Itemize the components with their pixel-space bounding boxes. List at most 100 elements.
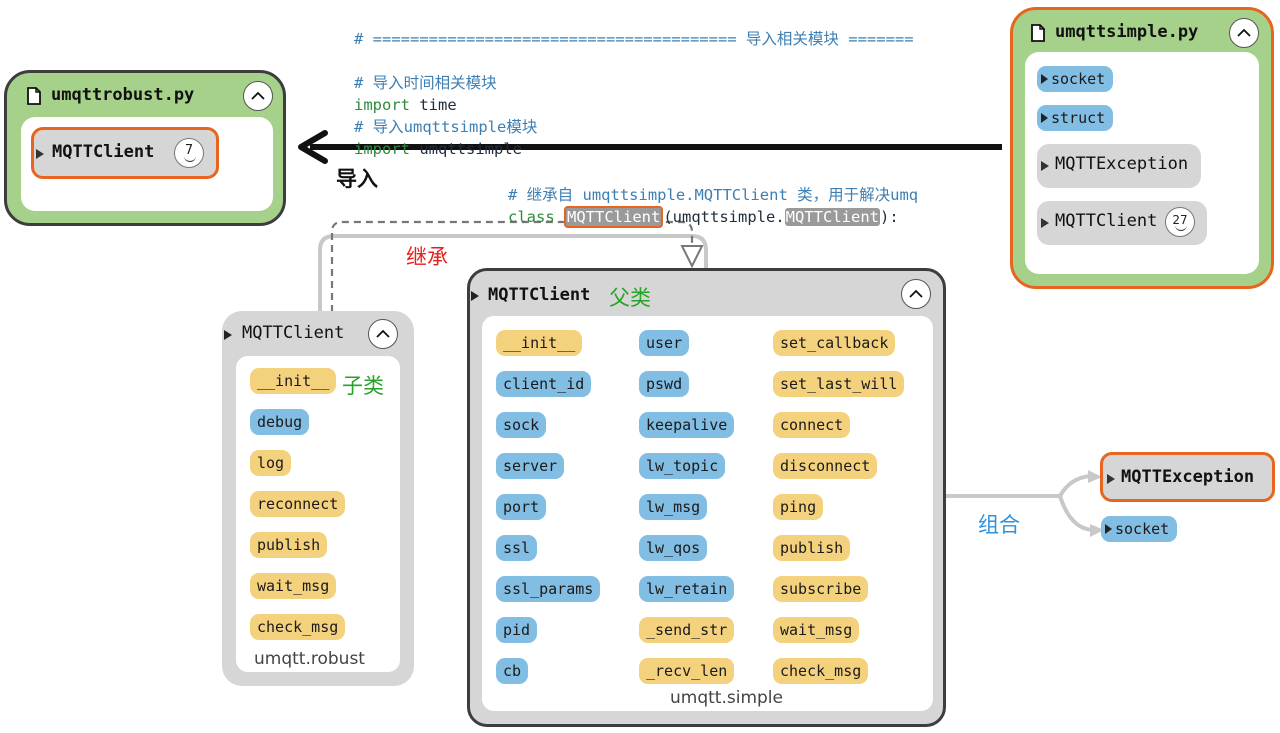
collapse-button-simple-file[interactable]	[1229, 18, 1259, 48]
expand-triangle-icon	[1041, 113, 1048, 123]
expand-triangle-icon	[1041, 161, 1049, 171]
compose-branch-down	[1058, 495, 1093, 532]
ref-mqttexception[interactable]: MQTTException	[1037, 144, 1201, 188]
member-attr-pill[interactable]: lw_topic	[639, 453, 726, 479]
member-attr-pill[interactable]: lw_msg	[639, 494, 708, 520]
code-keyword-import: import	[354, 96, 410, 114]
import-socket[interactable]: socket	[1037, 66, 1114, 92]
code-import-umqttsimple: umqttsimple	[410, 140, 522, 158]
member-attr-pill[interactable]: sock	[496, 412, 547, 438]
expand-triangle-icon	[1107, 474, 1115, 484]
chevron-up-icon	[909, 289, 923, 298]
member-method-pill[interactable]: publish	[250, 532, 328, 558]
member-method-pill[interactable]: subscribe	[773, 576, 869, 602]
file-title-umqttrobust: umqttrobust.py	[51, 85, 195, 105]
inherit-arrow-head	[680, 245, 704, 269]
member-method-pill[interactable]: __init__	[496, 330, 583, 356]
member-attr-pill[interactable]: client_id	[496, 371, 592, 397]
member-method-pill[interactable]: check_msg	[773, 658, 869, 684]
class-mqttclient-robust: MQTTClient __init__debug log reconnect publ…	[222, 311, 414, 686]
label-compose: 组合	[978, 513, 1020, 537]
file-icon	[1031, 24, 1045, 42]
chevron-up-icon	[1237, 28, 1251, 37]
code-snippet-class: # 继承自 umqttsimple.MQTTClient 类，用于解决umq c…	[508, 162, 918, 228]
member-method-pill[interactable]: reconnect	[250, 491, 346, 517]
member-attr-pill[interactable]: debug	[250, 409, 310, 435]
label-inherit: 继承	[406, 245, 448, 269]
label-import: 导入	[336, 167, 378, 191]
compose-branch-up	[1058, 474, 1091, 498]
member-method-pill[interactable]: set_callback	[773, 330, 896, 356]
import-struct[interactable]: struct	[1037, 105, 1114, 131]
compose-arrow-up	[1088, 470, 1102, 483]
composed-mqttexception[interactable]: MQTTException	[1100, 452, 1275, 502]
expand-triangle-icon	[1041, 218, 1049, 228]
code-class-end: ):	[880, 208, 899, 226]
chevron-up-icon	[376, 329, 390, 338]
usage-count-badge: 27	[1165, 207, 1195, 237]
code-snippet-top: # ======================================…	[354, 6, 914, 160]
composed-socket[interactable]: socket	[1101, 516, 1178, 542]
member-method-pill[interactable]: connect	[773, 412, 851, 438]
inherit-bracket-dashed	[330, 220, 694, 312]
code-comment-inherit: # 继承自 umqttsimple.MQTTClient 类，用于解决umq	[508, 186, 918, 204]
file-umqttrobust: umqttrobust.py MQTTClient 7	[4, 70, 286, 226]
ref-mqttclient-robust[interactable]: MQTTClient 7	[31, 127, 219, 179]
member-method-pill[interactable]: set_last_will	[773, 371, 905, 397]
member-attr-pill[interactable]: server	[496, 453, 565, 479]
expand-triangle-icon	[36, 149, 44, 159]
member-method-pill[interactable]: publish	[773, 535, 851, 561]
member-method-pill[interactable]: log	[250, 450, 292, 476]
member-attr-pill[interactable]: user	[639, 330, 690, 356]
member-attr-pill[interactable]: ssl	[496, 535, 538, 561]
file-title-umqttsimple: umqttsimple.py	[1055, 22, 1199, 42]
file-body-umqttsimple: socket struct MQTTException MQTTClient 2…	[1025, 52, 1259, 274]
code-comment-section: # ======================================…	[354, 30, 914, 48]
compose-arrow-down	[1090, 524, 1104, 537]
member-attr-pill[interactable]: port	[496, 494, 547, 520]
expand-triangle-icon	[1105, 524, 1112, 534]
code-keyword-import-2: import	[354, 140, 410, 158]
member-method-pill[interactable]: _send_str	[639, 617, 735, 643]
member-attr-pill[interactable]: pid	[496, 617, 538, 643]
code-class-name: MQTTClient	[564, 206, 664, 228]
member-method-pill[interactable]: ping	[773, 494, 824, 520]
label-parent: 父类	[609, 286, 651, 310]
class-title-simple: MQTTClient	[488, 285, 591, 305]
code-comment-umqtt: # 导入umqttsimple模块	[354, 118, 538, 136]
member-method-pill[interactable]: __init__	[250, 368, 337, 394]
member-method-pill[interactable]: _recv_len	[639, 658, 735, 684]
module-label-robust: umqtt.robust	[254, 649, 365, 669]
file-icon	[27, 87, 41, 105]
member-method-pill[interactable]: wait_msg	[250, 573, 337, 599]
code-comment-time: # 导入时间相关模块	[354, 74, 497, 92]
member-attr-pill[interactable]: pswd	[639, 371, 690, 397]
file-body-umqttrobust: MQTTClient 7	[21, 117, 273, 211]
collapse-button-robust-class[interactable]	[368, 319, 398, 349]
code-import-time: time	[410, 96, 457, 114]
collapse-button-simple-class[interactable]	[901, 279, 931, 309]
member-attr-pill[interactable]: keepalive	[639, 412, 735, 438]
member-attr-pill[interactable]: lw_retain	[639, 576, 735, 602]
file-umqttsimple: umqttsimple.py socket struct MQTTExcepti…	[1010, 7, 1274, 289]
member-attr-pill[interactable]: ssl_params	[496, 576, 601, 602]
code-class-mid: (umqttsimple.	[663, 208, 785, 226]
member-method-pill[interactable]: wait_msg	[773, 617, 860, 643]
expand-triangle-icon	[224, 330, 232, 340]
ref-label: MQTTClient	[52, 142, 155, 162]
code-base-class: MQTTClient	[784, 208, 880, 226]
member-attr-pill[interactable]: cb	[496, 658, 529, 684]
code-keyword-class: class	[508, 208, 555, 226]
chevron-up-icon	[251, 91, 265, 100]
member-method-pill[interactable]: check_msg	[250, 614, 346, 640]
collapse-button-robust-file[interactable]	[243, 81, 273, 111]
ref-mqttclient-simple[interactable]: MQTTClient 27	[1037, 201, 1207, 245]
inherit-bracket-solid	[318, 234, 708, 312]
member-method-pill[interactable]: disconnect	[773, 453, 878, 479]
member-attr-pill[interactable]: lw_qos	[639, 535, 708, 561]
class-title-robust: MQTTClient	[242, 323, 345, 343]
module-label-simple: umqtt.simple	[670, 688, 783, 708]
